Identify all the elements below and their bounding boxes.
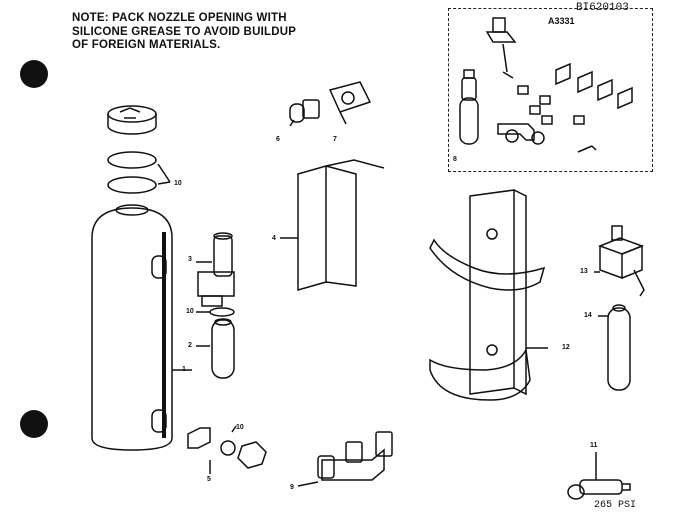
cap-and-orings <box>107 105 171 194</box>
kit-code: A3331 <box>548 16 575 26</box>
callout-10-middle: 10 <box>186 308 194 315</box>
part-13-valve-head <box>594 225 645 297</box>
pressure-label: 265 PSI <box>594 500 637 511</box>
part-11-gauge <box>567 452 631 500</box>
part-6-fitting <box>289 99 320 127</box>
part-9-tee-fitting <box>297 431 393 487</box>
callout-2: 2 <box>188 342 192 349</box>
part-2-cartridge <box>196 307 235 379</box>
callout-14: 14 <box>584 312 592 319</box>
callout-8: 8 <box>453 156 457 163</box>
note-line-2: SILICONE GREASE TO AVOID BUILDUP <box>72 25 297 38</box>
part-1-extinguisher-tank <box>91 204 192 451</box>
part-12-mounting-bracket <box>429 189 548 401</box>
callout-7: 7 <box>333 136 337 143</box>
binder-hole-bottom <box>20 410 48 438</box>
callout-3: 3 <box>188 256 192 263</box>
binder-hole-top <box>20 60 48 88</box>
callout-5: 5 <box>207 476 211 483</box>
note-line-3: OF FOREIGN MATERIALS. <box>72 39 221 51</box>
note-line-1: NOTE: PACK NOZZLE OPENING WITH <box>72 12 287 24</box>
part-7-bracket <box>328 81 372 125</box>
kit-box <box>448 8 653 172</box>
part-4-channel <box>280 159 385 291</box>
callout-13: 13 <box>580 268 588 275</box>
part-5-nut-and-fittings <box>187 425 267 474</box>
callout-4: 4 <box>272 235 276 242</box>
callout-10-bottom: 10 <box>236 424 244 431</box>
part-14-cartridge <box>598 304 631 391</box>
kit-parts <box>459 17 633 153</box>
callout-9: 9 <box>290 484 294 491</box>
callout-11: 11 <box>590 442 598 449</box>
callout-12: 12 <box>562 344 570 351</box>
note-text: NOTE: PACK NOZZLE OPENING WITH SILICONE … <box>72 12 296 53</box>
callout-10-top: 10 <box>174 180 182 187</box>
callout-6: 6 <box>276 136 280 143</box>
part-3-valve <box>196 232 235 307</box>
callout-1: 1 <box>182 366 186 373</box>
